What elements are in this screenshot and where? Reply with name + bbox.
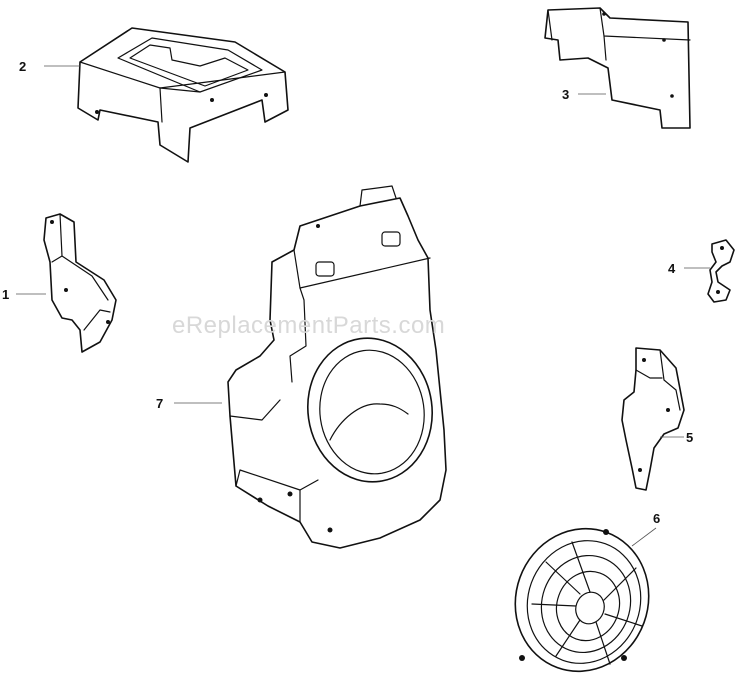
part-4-clip[interactable] (707, 239, 735, 303)
part-1-bracket[interactable] (43, 213, 117, 353)
part-7-blower-housing[interactable] (227, 185, 447, 549)
part-5-bracket[interactable] (621, 347, 685, 491)
leader-lines (16, 65, 710, 547)
callout-6[interactable]: 6 (653, 511, 661, 526)
callout-7[interactable]: 7 (156, 396, 164, 411)
callout-2[interactable]: 2 (19, 59, 27, 74)
part-6-grass-screen[interactable] (495, 510, 668, 678)
part-3-baffle-plate[interactable] (544, 7, 691, 129)
callout-5[interactable]: 5 (686, 430, 694, 445)
callout-4[interactable]: 4 (668, 261, 676, 276)
watermark-text: eReplacementParts.com (172, 312, 446, 339)
part-2-cylinder-shroud[interactable] (77, 27, 289, 163)
callout-3[interactable]: 3 (562, 87, 570, 102)
callout-1[interactable]: 1 (2, 287, 10, 302)
